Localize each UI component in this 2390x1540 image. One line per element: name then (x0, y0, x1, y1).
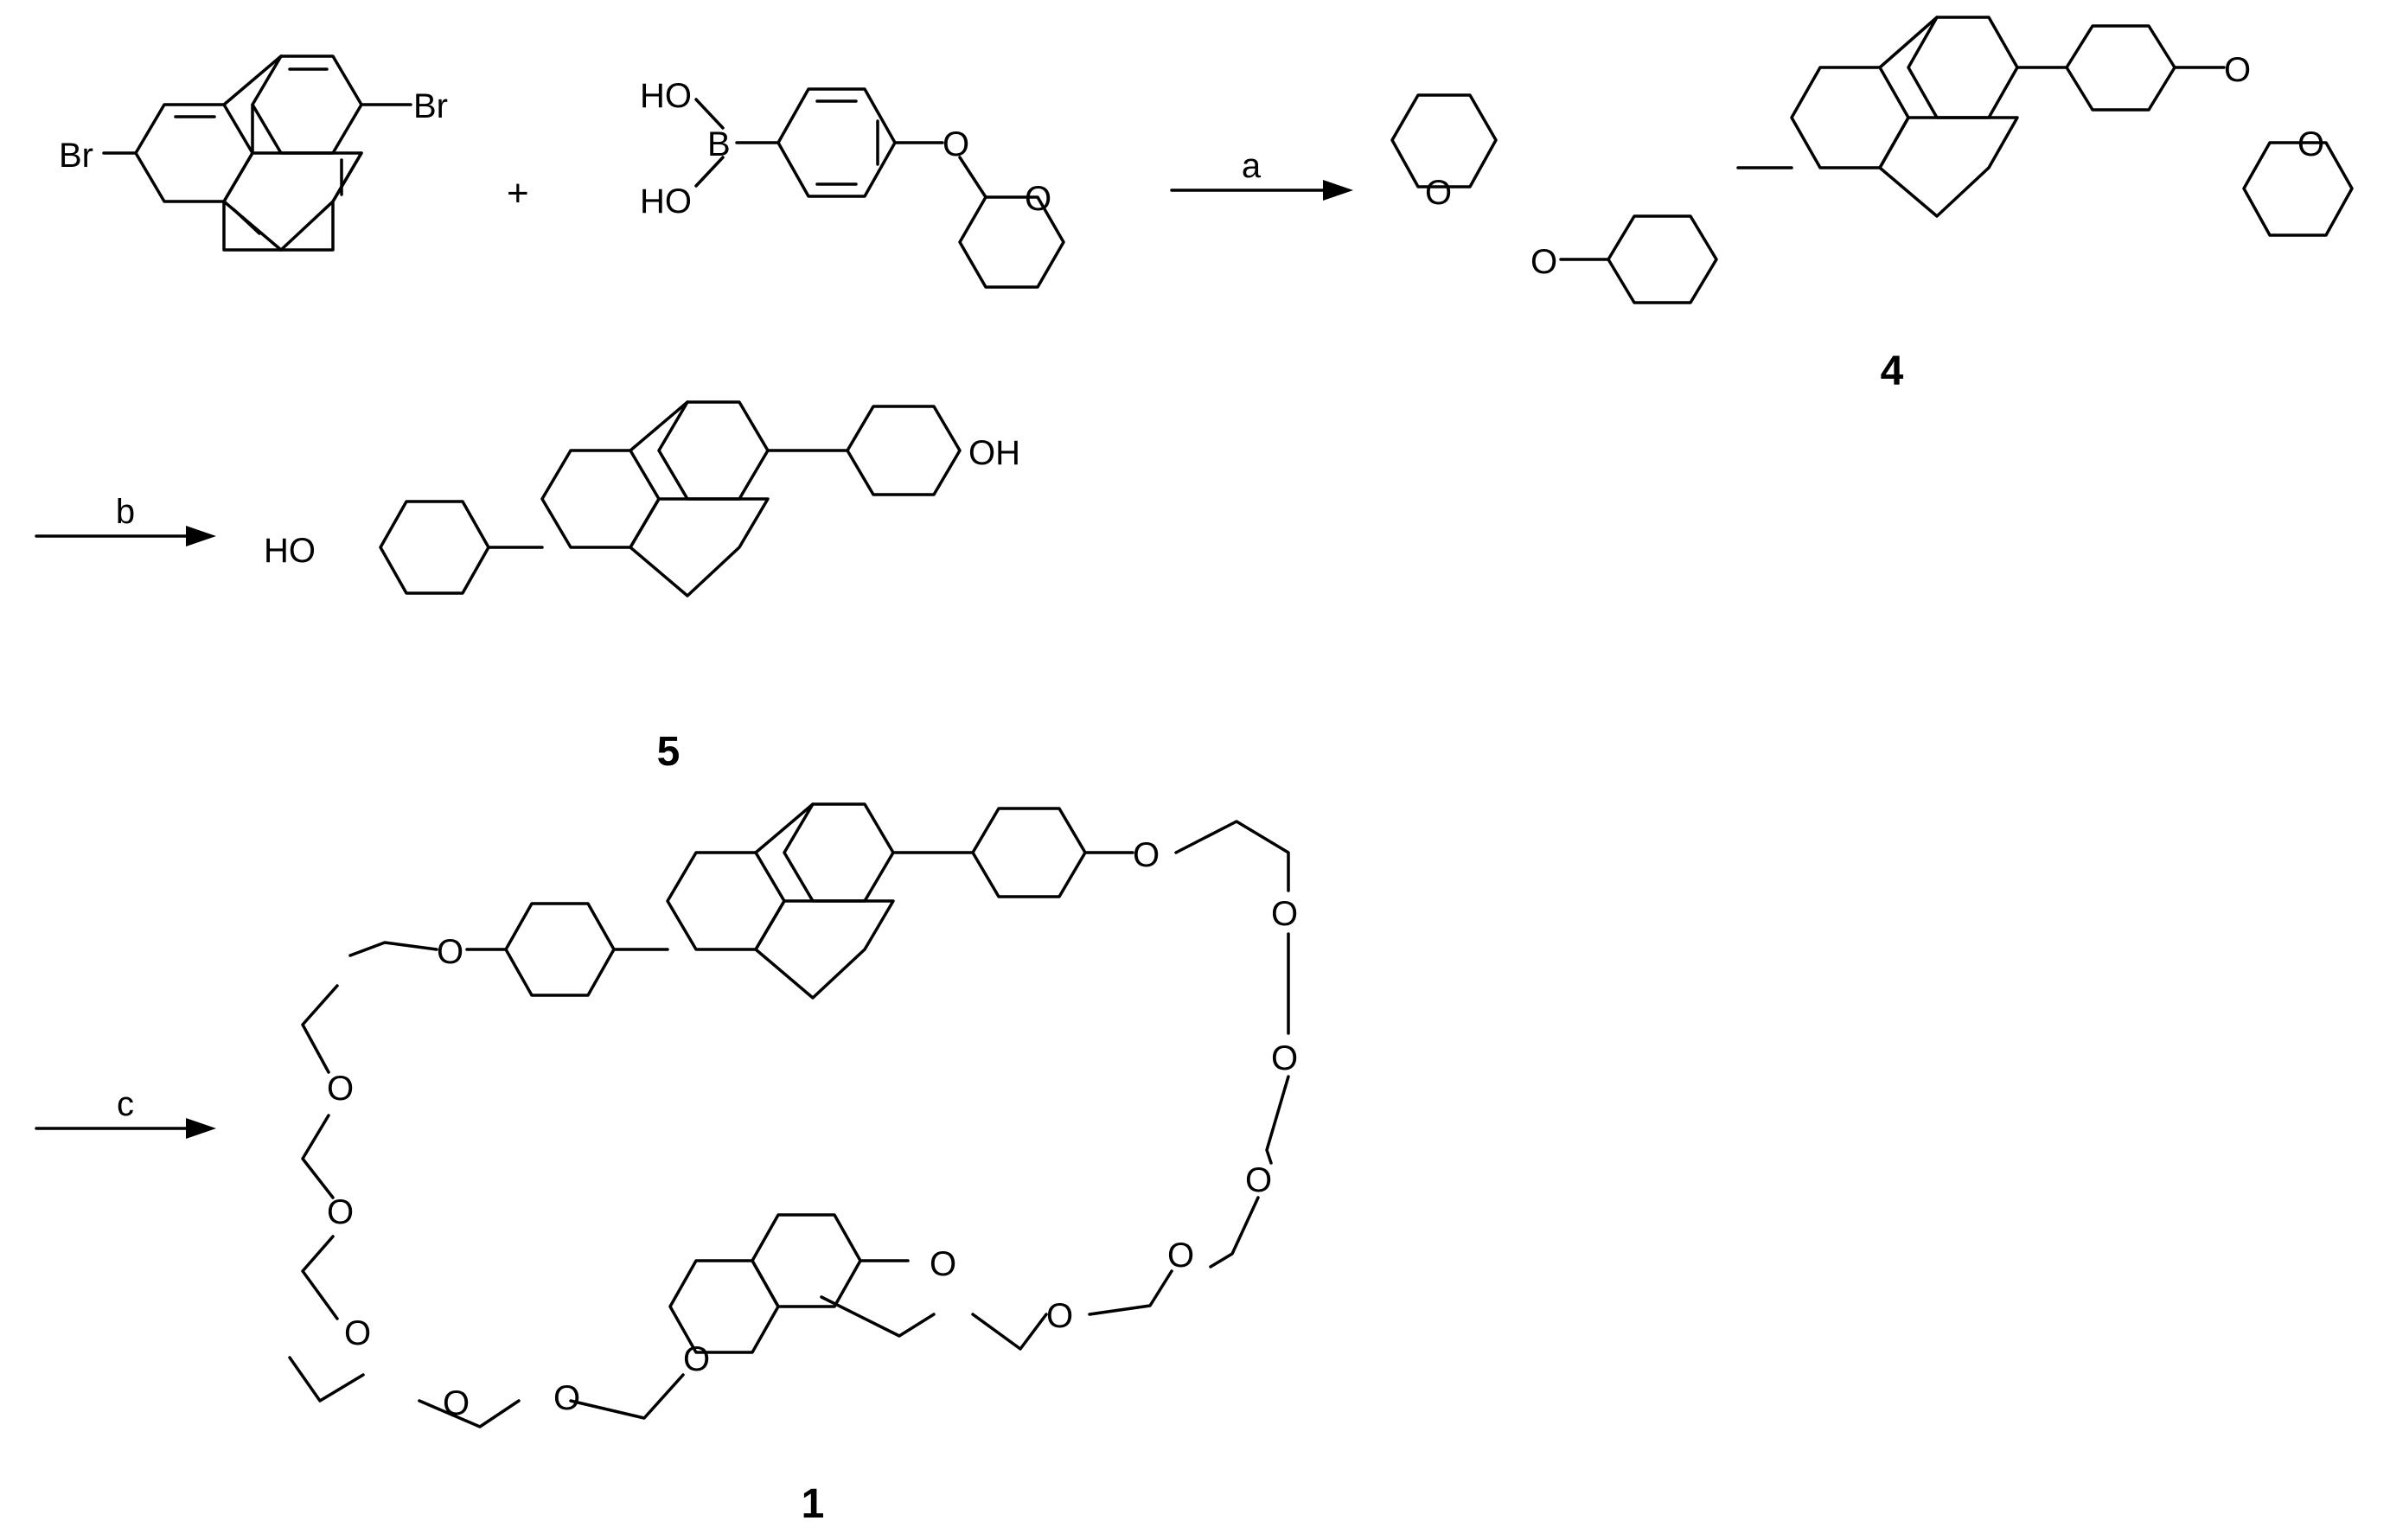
arrowhead (186, 1118, 216, 1139)
boronic-hydroxyl-label: HO (640, 77, 692, 115)
oxygen-label: O (2224, 51, 2251, 89)
dibromopyrene-structure (102, 54, 412, 252)
boron-label: B (707, 125, 731, 163)
condition-b-label: b (116, 493, 135, 531)
compound-5-number: 5 (657, 729, 681, 775)
oxygen-label: O (943, 125, 969, 163)
oxygen-label: O (437, 933, 463, 971)
oxygen-label: O (1425, 174, 1452, 212)
oxygen-label: O (1133, 836, 1160, 874)
oxygen-label: O (1245, 1161, 1272, 1199)
oxygen-label: O (344, 1314, 371, 1352)
compound-4-number: 4 (1881, 348, 1904, 394)
oxygen-label: O (1271, 895, 1298, 933)
oxygen-label: O (327, 1193, 354, 1231)
arrowhead (1323, 180, 1353, 201)
compound-5-structure (379, 400, 962, 597)
oxygen-label: O (1167, 1236, 1194, 1275)
hydroxyl-label: HO (264, 532, 316, 570)
oxygen-label: O (930, 1245, 956, 1283)
condition-c-label: c (117, 1085, 134, 1123)
arrowhead (186, 526, 216, 546)
oxygen-label: O (683, 1340, 710, 1378)
plus-sign: + (507, 172, 529, 214)
boronic-hydroxyl-label: HO (640, 182, 692, 220)
oxygen-label: O (443, 1384, 470, 1422)
oxygen-label: O (2297, 125, 2324, 163)
oxygen-label: O (1271, 1039, 1298, 1077)
compound-1-macrocycle-structure (288, 802, 1290, 1428)
hydroxyl-label: OH (968, 434, 1020, 472)
oxygen-label: O (1046, 1297, 1073, 1335)
compound-1-number: 1 (802, 1481, 825, 1527)
bromine-label: Br (59, 137, 93, 175)
oxygen-label: O (327, 1070, 354, 1108)
bromine-label: Br (413, 87, 448, 125)
oxygen-label: O (1530, 243, 1557, 281)
condition-a-label: a (1242, 147, 1262, 185)
compound-4-structure (1390, 16, 2354, 304)
oxygen-label: O (553, 1379, 580, 1417)
oxygen-label: O (1025, 180, 1051, 218)
thp-phenylboronic-acid-structure (694, 87, 1065, 289)
